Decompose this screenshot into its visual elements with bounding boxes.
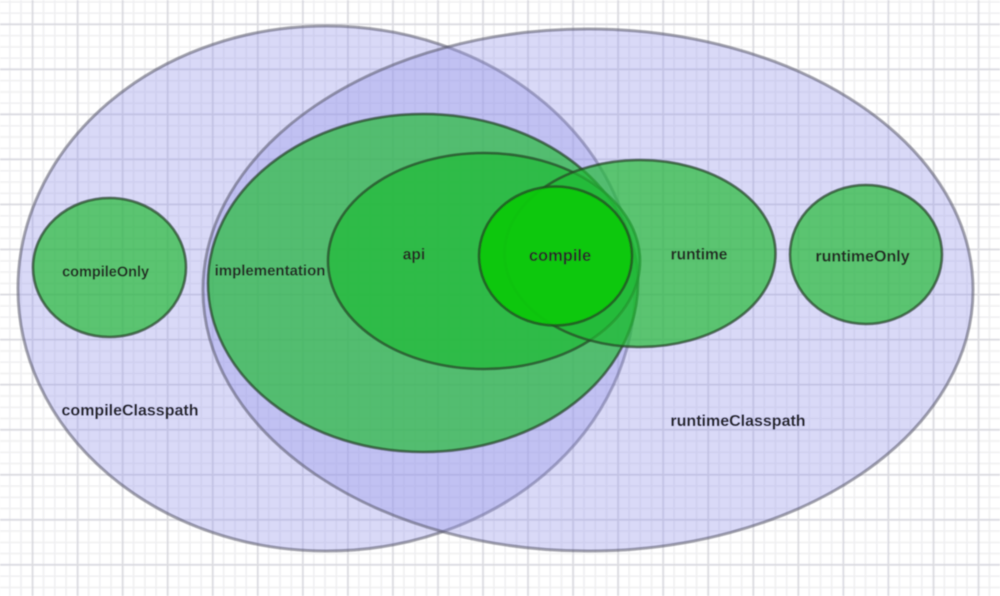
svg-text:runtimeClasspath: runtimeClasspath [670, 413, 805, 430]
svg-text:api: api [403, 247, 425, 264]
svg-text:compile: compile [529, 247, 591, 265]
svg-text:runtimeOnly: runtimeOnly [815, 249, 909, 266]
svg-text:compileOnly: compileOnly [62, 265, 149, 281]
svg-text:compileClasspath: compileClasspath [62, 403, 199, 420]
svg-text:implementation: implementation [215, 263, 326, 280]
svg-text:runtime: runtime [671, 247, 728, 264]
